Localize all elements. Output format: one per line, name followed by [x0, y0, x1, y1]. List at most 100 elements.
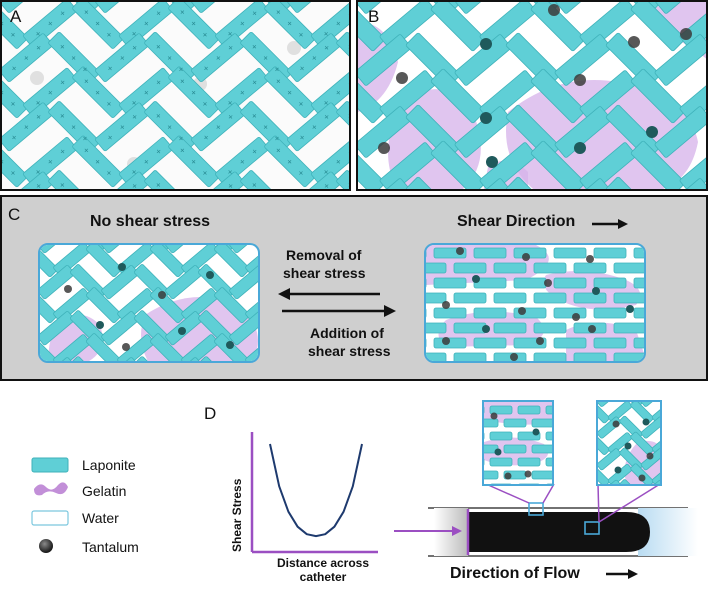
laponite-platelet: [229, 245, 258, 254]
laponite-platelet: [454, 106, 512, 158]
laponite-platelet: [453, 292, 487, 304]
laponite-platelet: [168, 66, 220, 118]
laponite-platelet: [651, 464, 660, 484]
charge-mark: +: [92, 87, 103, 98]
laponite-platelet: [598, 402, 622, 407]
laponite-platelet: [654, 2, 706, 14]
laponite-platelet: [117, 288, 155, 323]
laponite-platelet: [530, 140, 586, 189]
laponite-platelet: [505, 176, 561, 189]
charge-mark: +: [225, 111, 235, 122]
laponite-platelet: [101, 311, 139, 346]
panel-b-laponite-gelatin-pattern: [358, 2, 706, 189]
laponite-platelet: [198, 356, 234, 361]
laponite-platelet: [214, 333, 250, 361]
laponite-platelet: [605, 176, 661, 189]
legend-label-laponite: Laponite: [82, 457, 136, 473]
charge-mark: +: [8, 168, 19, 179]
gelatin-region: [543, 271, 641, 310]
charge-mark: +: [225, 97, 235, 108]
legend-label-gelatin: Gelatin: [82, 483, 127, 499]
laponite-platelet: [530, 68, 586, 124]
tantalum-particle: [680, 28, 692, 40]
laponite-platelet: [215, 67, 269, 117]
laponite-platelet: [598, 431, 610, 455]
legend-laponite-swatch: [31, 457, 69, 473]
charge-mark: +: [249, 146, 259, 157]
charge-mark: +: [153, 41, 164, 52]
tantalum-particle: [30, 71, 44, 85]
laponite-platelet: [613, 352, 644, 361]
charge-mark: +: [225, 180, 235, 191]
legend-label-tantalum: Tantalum: [82, 539, 139, 555]
charge-mark: +: [8, 99, 19, 110]
laponite-platelet: [245, 245, 258, 277]
tantalum-particle: [628, 36, 640, 48]
tantalum-particle: [642, 418, 650, 426]
charge-mark: +: [45, 18, 55, 29]
charge-mark: +: [249, 41, 260, 52]
laponite-platelet: [165, 245, 203, 254]
laponite-platelet: [134, 356, 170, 361]
charge-mark: +: [81, 145, 92, 156]
tantalum-particle: [178, 327, 186, 335]
charge-mark: +: [57, 8, 67, 19]
laponite-platelet: [489, 457, 513, 467]
charge-mark: +: [333, 18, 343, 29]
laponite-platelet: [479, 142, 537, 189]
addition-label-line1: Addition of: [310, 325, 384, 341]
laponite-platelet: [117, 245, 155, 277]
charge-mark: +: [188, 18, 199, 29]
laponite-platelet: [245, 334, 258, 361]
no-shear-title: No shear stress: [90, 213, 211, 230]
tantalum-particle: [486, 156, 498, 168]
charge-mark: +: [272, 2, 283, 6]
tantalum-particle: [626, 305, 634, 313]
panel-a: ++++++++++++++++++++++++++++++++++++++++…: [0, 0, 351, 191]
laponite-platelet: [593, 247, 627, 259]
zoom-box-center: [596, 400, 662, 486]
laponite-platelet: [70, 356, 106, 361]
charge-mark: +: [284, 18, 295, 29]
charge-mark: +: [164, 122, 175, 133]
charge-mark: +: [9, 132, 19, 143]
charge-mark: +: [249, 8, 259, 19]
panel-a-label: A: [10, 7, 22, 26]
tantalum-particle: [396, 72, 408, 84]
laponite-platelet: [679, 70, 706, 122]
laponite-platelet: [430, 140, 486, 189]
tantalum-particle: [624, 442, 632, 450]
laponite-platelet: [214, 287, 250, 324]
laponite-platelet: [518, 483, 540, 484]
purple-entry-arrow: [394, 526, 462, 536]
tantalum-particle: [504, 472, 512, 480]
laponite-platelet: [640, 402, 660, 407]
laponite-platelet: [553, 277, 587, 289]
laponite-platelet: [191, 33, 245, 83]
charge-mark: +: [200, 29, 211, 40]
laponite-platelet: [181, 288, 219, 323]
laponite-platelet: [240, 170, 292, 189]
shear-box: [424, 243, 646, 363]
laponite-platelet: [630, 402, 654, 424]
charge-mark: +: [296, 168, 307, 179]
laponite-platelet: [48, 170, 100, 189]
laponite-platelet: [533, 292, 567, 304]
laponite-platelet: [215, 2, 269, 48]
laponite-platelet: [86, 287, 122, 324]
direction-of-flow-label: Direction of Flow: [450, 565, 580, 582]
legend-tantalum-swatch: [39, 539, 53, 553]
charge-mark: +: [9, 2, 19, 5]
laponite-platelet: [490, 483, 512, 484]
charge-mark: +: [33, 167, 43, 178]
laponite-platelet: [379, 2, 437, 50]
laponite-platelet: [95, 102, 149, 152]
charge-mark: +: [68, 53, 79, 64]
tantalum-particle: [574, 142, 586, 154]
laponite-platelet: [181, 245, 219, 277]
laponite-platelet: [654, 106, 706, 158]
tantalum-particle: [122, 343, 130, 351]
charge-mark: +: [201, 132, 211, 143]
laponite-platelet: [2, 171, 53, 189]
charge-mark: +: [249, 110, 260, 121]
